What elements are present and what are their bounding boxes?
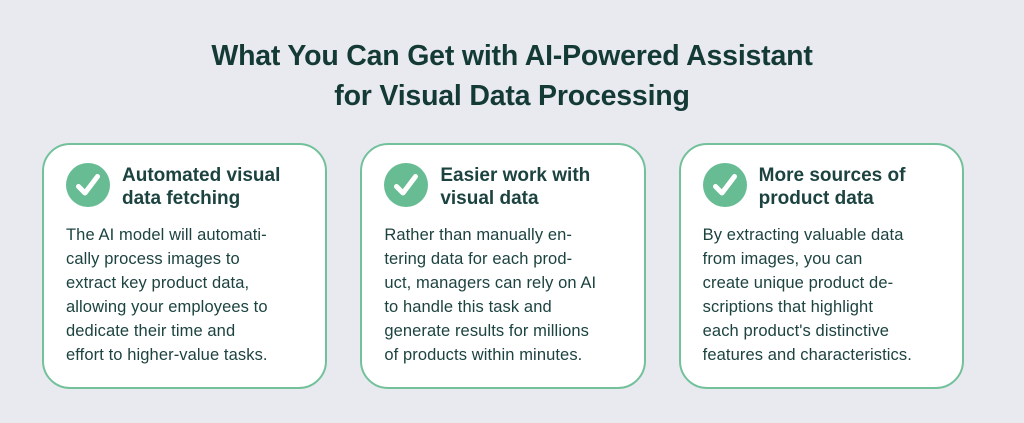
card-easier-work-with-visual-data: Easier work with visual data Rather than… bbox=[360, 143, 646, 389]
card-more-sources-of-product-data: More sources of product data By extracti… bbox=[678, 143, 964, 389]
card-header: More sources of product data bbox=[702, 163, 942, 210]
card-heading: Automated visual data fetching bbox=[122, 165, 281, 209]
feature-cards: Automated visual data fetching The AI mo… bbox=[0, 116, 1024, 389]
card-body: The AI model will automati- cally proces… bbox=[66, 226, 268, 364]
card-heading: More sources of product data bbox=[758, 165, 906, 209]
check-circle-icon bbox=[66, 163, 110, 207]
check-circle-icon bbox=[384, 163, 429, 207]
check-circle-icon bbox=[702, 163, 747, 207]
card-body: Rather than manually en- tering data for… bbox=[384, 226, 597, 364]
page-title: What You Can Get with AI-Powered Assista… bbox=[211, 40, 813, 112]
card-header: Easier work with visual data bbox=[384, 163, 623, 210]
card-body: By extracting valuable data from images,… bbox=[702, 226, 912, 364]
card-automated-visual-data-fetching: Automated visual data fetching The AI mo… bbox=[42, 143, 328, 389]
card-header: Automated visual data fetching bbox=[66, 163, 305, 210]
card-heading: Easier work with visual data bbox=[440, 165, 591, 209]
